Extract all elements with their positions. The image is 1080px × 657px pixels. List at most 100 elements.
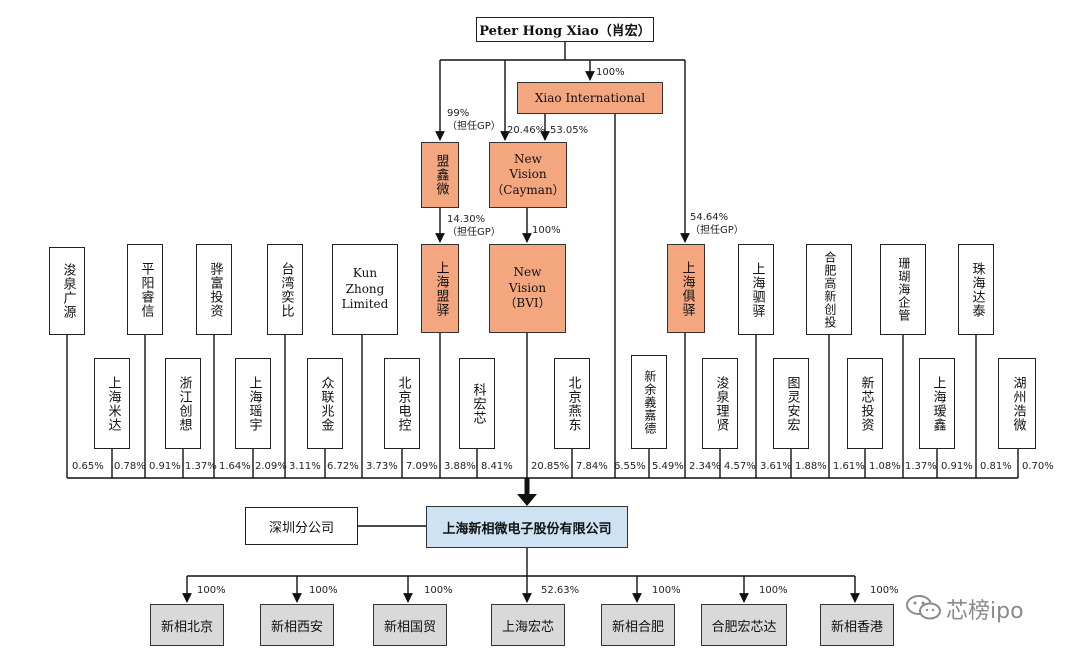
mengxinwei-box: 盟鑫微	[421, 142, 459, 208]
pct-label: 2.09%	[255, 461, 287, 472]
subsidiary-box: 新相香港	[820, 604, 894, 646]
subsidiary-name: 新相西安	[270, 619, 323, 635]
shareholder-box: 骅富投资	[196, 244, 232, 335]
pct-label: 0.78%	[114, 461, 146, 472]
shareholder-name: 新余義嘉德	[642, 369, 657, 435]
subsidiary-name: 新相国贸	[383, 619, 436, 635]
shareholder-name: 浚泉广源	[60, 263, 76, 319]
shareholder-name: 科宏芯	[470, 382, 486, 425]
subsidiary-box: 新相西安	[260, 604, 334, 646]
subsidiary-pct: 100%	[652, 585, 681, 596]
shareholder-name: 上海瑶宇	[246, 375, 262, 432]
shanghai-juyi-label: 上海俱驿	[679, 260, 695, 317]
shareholder-name: 珠海达泰	[969, 261, 985, 318]
subsidiary-box: 新相北京	[150, 604, 224, 646]
branch-label: 深圳分公司	[268, 520, 334, 536]
shareholder-name: 浚泉理贤	[713, 375, 729, 432]
pct-label: 0.91%	[941, 461, 973, 472]
pct-label: 1.08%	[869, 461, 901, 472]
shareholder-box: 上海米达	[94, 358, 130, 449]
pct-bvi: 100%	[532, 225, 561, 236]
peter-hong-xiao-label: Peter Hong Xiao（肖宏）	[479, 24, 651, 39]
subsidiary-box: 新相国贸	[373, 604, 447, 646]
pct-label: 2.34%	[689, 461, 721, 472]
pct-label: 1.37%	[185, 461, 217, 472]
shareholder-box: 浚泉理贤	[702, 358, 738, 449]
shareholder-box: 科宏芯	[459, 358, 495, 449]
subsidiary-pct: 100%	[309, 585, 338, 596]
shareholder-box: 众联兆金	[307, 358, 343, 449]
shareholder-box: 浙江创想	[165, 358, 201, 449]
shanghai-mengyi-label: 上海盟驿	[433, 260, 449, 317]
shareholder-box: 北京电控	[384, 358, 420, 449]
watermark-text: 芯榜ipo	[946, 599, 1024, 624]
shanghai-mengyi-box: 上海盟驿	[421, 244, 459, 333]
pct-label: 7.09%	[406, 461, 438, 472]
shareholder-name: 北京燕东	[565, 375, 581, 432]
subsidiary-box: 新相合肥	[601, 604, 675, 646]
subsidiary-pct: 100%	[197, 585, 226, 596]
shareholder-box: 珠海达泰	[958, 244, 994, 335]
shareholder-box: 合肥高新创投	[806, 244, 852, 335]
shareholder-box: 湖州浩微	[998, 358, 1036, 449]
subsidiary-name: 新相合肥	[611, 619, 664, 635]
pct-cayman-from-xiao: 53.05%	[550, 125, 589, 136]
shareholder-name: 图灵安宏	[784, 375, 800, 432]
shareholder-name: 湖州浩微	[1010, 375, 1026, 432]
pct-label: 3.11%	[289, 461, 321, 472]
pct-label: 3.73%	[366, 461, 398, 472]
subsidiary-pct: 52.63%	[541, 585, 580, 596]
shareholder-name: 浙江创想	[176, 375, 192, 432]
shareholder-name: 北京电控	[395, 375, 411, 432]
shareholder-name: 骅富投资	[207, 261, 223, 318]
new-vision-cayman-label: New Vision （Cayman）	[491, 151, 565, 197]
subsidiary-pct: 100%	[759, 585, 788, 596]
shareholder-box: Kun Zhong Limited	[332, 244, 398, 335]
pct-label: 8.41%	[481, 461, 513, 472]
pct-label: 7.84%	[576, 461, 608, 472]
shareholder-box: 新余義嘉德	[631, 355, 667, 449]
pct-sh-mengyi-gp: 14.30% （担任GP）	[447, 214, 501, 238]
branch-box: 深圳分公司	[245, 507, 358, 545]
subsidiary-pct: 100%	[870, 585, 899, 596]
xiao-international-label: Xiao International	[534, 91, 646, 105]
pct-label: 5.49%	[652, 461, 684, 472]
shareholder-name: 新芯投资	[858, 375, 874, 432]
wechat-icon	[906, 595, 941, 620]
shareholder-box: 新芯投资	[847, 358, 883, 449]
pct-label: 4.57%	[724, 461, 756, 472]
xiao-international-box: Xiao International	[517, 82, 663, 114]
peter-hong-xiao-box: Peter Hong Xiao（肖宏）	[476, 17, 654, 42]
company-name: 上海新相微电子股份有限公司	[442, 521, 612, 537]
shareholder-name: 合肥高新创投	[822, 250, 837, 329]
shareholder-box: 图灵安宏	[773, 358, 809, 449]
shareholder-box: 上海瑷鑫	[919, 358, 955, 449]
pct-label: 0.65%	[72, 461, 104, 472]
pct-label: 3.61%	[760, 461, 792, 472]
new-vision-bvi-label: New Vision （BVI）	[504, 265, 551, 311]
pct-xiao-intl: 100%	[596, 67, 625, 78]
pct-label: 0.81%	[980, 461, 1012, 472]
subsidiary-box: 上海宏芯	[491, 604, 565, 646]
pct-label: 0.91%	[149, 461, 181, 472]
shareholder-box: 北京燕东	[554, 358, 590, 449]
pct-sh-juyi-gp: 54.64% （担任GP）	[690, 212, 744, 236]
shareholder-box: 平阳睿信	[127, 244, 163, 335]
company-box: 上海新相微电子股份有限公司	[426, 506, 628, 548]
shareholder-name: 珊瑚海企管	[896, 257, 911, 322]
subsidiary-name: 合肥宏芯达	[711, 619, 777, 635]
subsidiary-name: 上海宏芯	[501, 619, 554, 635]
pct-label: 20.85%	[531, 461, 570, 472]
pct-label: 1.37%	[905, 461, 937, 472]
pct-cayman-from-peter: 20.46%	[507, 125, 546, 136]
shanghai-juyi-box: 上海俱驿	[667, 244, 705, 333]
shareholder-name: Kun Zhong Limited	[341, 266, 389, 312]
new-vision-bvi-box: New Vision （BVI）	[489, 244, 566, 333]
shareholder-name: 众联兆金	[318, 375, 334, 432]
pct-label: 6.72%	[327, 461, 359, 472]
shareholder-name: 台湾奕比	[278, 261, 294, 318]
shareholder-name: 平阳睿信	[138, 261, 154, 318]
pct-label: 1.64%	[219, 461, 251, 472]
pct-label: 6.55%	[614, 461, 646, 472]
